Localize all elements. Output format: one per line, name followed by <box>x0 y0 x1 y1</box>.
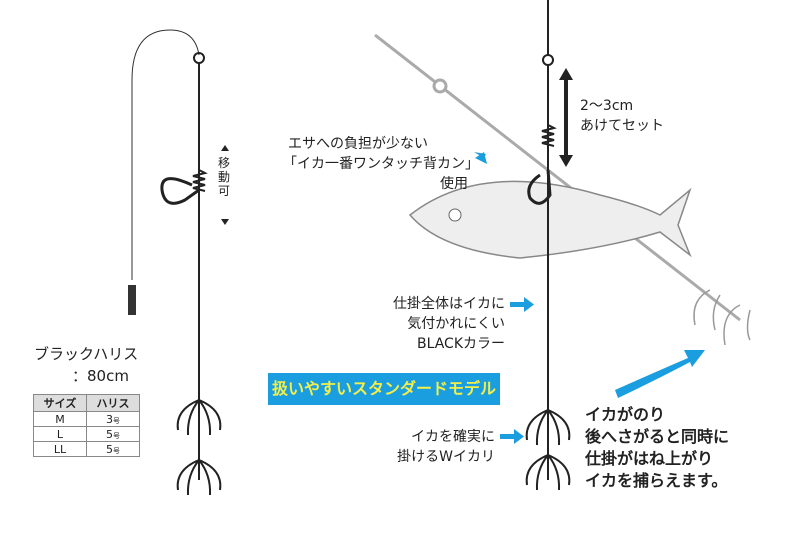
bait-fish <box>408 180 692 259</box>
color-label-3: BLACKカラー <box>416 336 505 352</box>
color-label-1: 仕掛全体はイカに <box>393 296 505 312</box>
bait-label-1: エサへの負担が少ない <box>288 136 428 152</box>
hook-label-1: イカを確実に <box>411 429 495 445</box>
line-label: ブラックハリス <box>34 345 139 363</box>
action-2: 後へさがると同時に <box>585 427 730 446</box>
gap-label-2: あけてセット <box>580 118 664 134</box>
leader-line <box>131 29 200 280</box>
bait-label-2: 「イカ一番ワンタッチ背カン」 <box>283 156 479 172</box>
gray-line <box>374 33 741 322</box>
gap-label-1: 2〜3cm <box>580 98 634 114</box>
action-4: イカを捕らえます。 <box>585 471 728 490</box>
header-harisu: ハリス <box>86 394 140 412</box>
gap-arrow <box>559 68 573 167</box>
hook-label-2: 掛けるWイカリ <box>397 449 495 465</box>
line-length: ：80cm <box>72 367 129 385</box>
action-3: 仕掛がはね上がり <box>585 449 714 468</box>
header-size: サイズ <box>33 394 87 412</box>
squid-jig-hook-icon <box>176 399 222 496</box>
movable-label: 移動可 <box>217 156 230 198</box>
standard-model-badge: 扱いやすいスタンダードモデル <box>268 373 500 405</box>
color-label-2: 気付かれにくい <box>407 316 505 332</box>
bait-hook-icon <box>160 177 200 205</box>
swivel-icon <box>128 285 136 315</box>
action-1: イカがのり <box>585 405 666 424</box>
bait-label-3: 使用 <box>440 176 468 192</box>
blue-arrows <box>474 152 705 444</box>
